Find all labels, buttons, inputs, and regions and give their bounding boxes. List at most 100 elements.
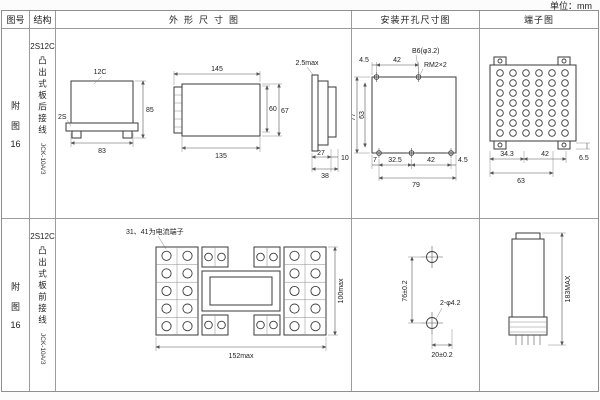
- dim-76: 76±0.2: [402, 256, 421, 324]
- terminal-diagram-front-wiring: 183MAX: [508, 232, 572, 346]
- drill-holes: [371, 72, 456, 158]
- relay-side-view: [508, 232, 548, 345]
- row1-terminal-cell: 34.3 42 63 6.5: [480, 29, 598, 219]
- col-header-structure: 结构: [30, 11, 56, 29]
- row2-outline-cell: 31、41为电流端子: [56, 219, 352, 391]
- dim-183max: 183MAX: [542, 232, 572, 346]
- dim-183max-label: 183MAX: [565, 275, 572, 302]
- dim-152max-label: 152max: [229, 353, 254, 360]
- structure-desc: 凸出式板前接线: [37, 246, 48, 327]
- dim-63-label: 63: [359, 111, 366, 119]
- dim-65-label: 6.5: [579, 155, 589, 162]
- dim-85-label: 85: [146, 107, 154, 114]
- dim-343-label: 34.3: [500, 151, 514, 158]
- dim-45-bot-label: 4.5: [458, 157, 468, 164]
- outline-drawing-front-wiring: 31、41为电流端子: [126, 227, 345, 360]
- dim-152max: 152max: [155, 337, 327, 360]
- dim-79-label: 79: [412, 182, 420, 189]
- dim-100max-label: 100max: [338, 278, 345, 303]
- row2-terminal-cell: 183MAX: [480, 219, 598, 391]
- dim-27-10-38: 27 10 38: [311, 149, 349, 180]
- top-terminal-blocks: [201, 246, 281, 268]
- dim-145: 145: [173, 66, 261, 85]
- mounting-drawing-rear-wiring: 4.5 42 B6(φ3.2) RM2×2 77 63: [352, 48, 468, 189]
- col-header-fig-no: 图号: [2, 11, 30, 29]
- dim-83-label: 83: [98, 148, 106, 155]
- fig-no-char: 附: [10, 100, 20, 111]
- dim-10-label: 10: [341, 155, 349, 162]
- bottom-terminal-blocks: [201, 314, 281, 336]
- dim-45-top-label: 4.5: [359, 57, 369, 64]
- right-terminal-strip: [283, 246, 327, 336]
- dim-25max-label: 2.5max: [296, 60, 319, 67]
- dim-145-label: 145: [211, 66, 223, 73]
- panel-cutout: [371, 76, 457, 154]
- terminal-dims: 34.3 42 63 6.5: [489, 142, 590, 185]
- fig-no-char: 图: [10, 302, 20, 312]
- model-label: 2S12C: [30, 232, 55, 241]
- col-header-terminal: 端子图: [480, 11, 598, 29]
- dim-7-label: 7: [373, 157, 377, 164]
- fig-no-number: 16: [10, 138, 21, 149]
- thread-spec-leader: [419, 68, 424, 76]
- outline-drawing-rear-wiring: 12C 2S 83 85: [58, 60, 349, 180]
- row2-structure-cell: 2S12C 凸出式板前接线 JCK-10A/3: [30, 219, 56, 391]
- hole-spec-leader: [415, 54, 420, 74]
- dim-38-label: 38: [321, 173, 329, 180]
- unit-note: 单位：mm: [550, 1, 592, 11]
- dim-85: 85: [134, 80, 154, 139]
- row1-outline-cell: 12C 2S 83 85: [56, 29, 352, 219]
- dim-325-label: 32.5: [388, 157, 402, 164]
- dim-67: 67: [262, 83, 289, 137]
- dim-top: 4.5 42: [359, 57, 420, 75]
- fig-no-char: 图: [10, 120, 20, 131]
- drill-hole-top: [421, 246, 443, 268]
- hole-spec-label: B6(φ3.2): [412, 48, 440, 55]
- current-terminal-note: 31、41为电流端子: [126, 227, 184, 236]
- model-label: 2S12C: [30, 42, 55, 51]
- left-terminal-strip: [155, 246, 199, 336]
- dim-60-label: 60: [269, 106, 277, 113]
- dim-20: 20±0.2: [431, 329, 453, 359]
- relay-code: JCK-10A/3: [39, 142, 46, 174]
- terminal-diagram-rear-wiring: 34.3 42 63 6.5: [489, 56, 590, 185]
- drill-hole-bottom: [421, 312, 443, 334]
- dim-100max: 100max: [328, 246, 345, 336]
- case-type-label: 12C: [94, 69, 107, 76]
- dim-135-label: 135: [215, 153, 227, 160]
- hole-count-label: 2-φ4.2: [440, 300, 461, 307]
- dim-42-bot-label: 42: [427, 157, 435, 164]
- dim-77-label: 77: [352, 113, 357, 121]
- outline-view-long: [173, 83, 261, 137]
- dim-42-top-label: 42: [393, 57, 401, 64]
- col-header-mounting: 安装开孔尺寸图: [352, 11, 480, 29]
- row1-mounting-cell: 4.5 42 B6(φ3.2) RM2×2 77 63: [352, 29, 480, 219]
- dim-135: 135: [181, 136, 261, 160]
- spec-table: 图号 结构 外形尺寸图 安装开孔尺寸图 端子图 附 图 16 2S12C 凸出式…: [1, 10, 599, 392]
- fig-no-char: 附: [10, 282, 20, 292]
- dim-83: 83: [70, 133, 134, 155]
- socket-type-label: 2S: [58, 114, 67, 121]
- structure-desc: 凸出式板后接线: [37, 56, 48, 137]
- row1-structure-cell: 2S12C 凸出式板后接线 JCK-10A/3: [30, 29, 56, 219]
- outline-view-panel: [306, 66, 337, 152]
- dim-27-label: 27: [317, 150, 325, 157]
- dim-60: 60: [262, 85, 277, 133]
- row1-fig-no-cell: 附 图 16: [2, 29, 30, 219]
- thread-spec-label: RM2×2: [424, 62, 447, 69]
- fig-no-number: 16: [10, 320, 21, 330]
- terminal-block: [489, 56, 577, 150]
- dim-42-label: 42: [541, 151, 549, 158]
- dim-left: 77 63: [352, 76, 370, 154]
- dim-bottom: 7 32.5 42 4.5 79: [371, 155, 468, 189]
- dim-20-label: 20±0.2: [431, 352, 452, 359]
- hole-count-leader: [435, 307, 443, 320]
- relay-body: [201, 270, 281, 312]
- relay-code: JCK-10A/3: [39, 332, 46, 364]
- row2-fig-no-cell: 附 图 16: [2, 219, 30, 391]
- outline-view-side: [65, 75, 139, 139]
- mounting-drawing-front-wiring: 76±0.2 2-φ4.2 20±0.2: [402, 246, 461, 359]
- row2-mounting-cell: 76±0.2 2-φ4.2 20±0.2: [352, 219, 480, 391]
- dim-67-label: 67: [281, 108, 289, 115]
